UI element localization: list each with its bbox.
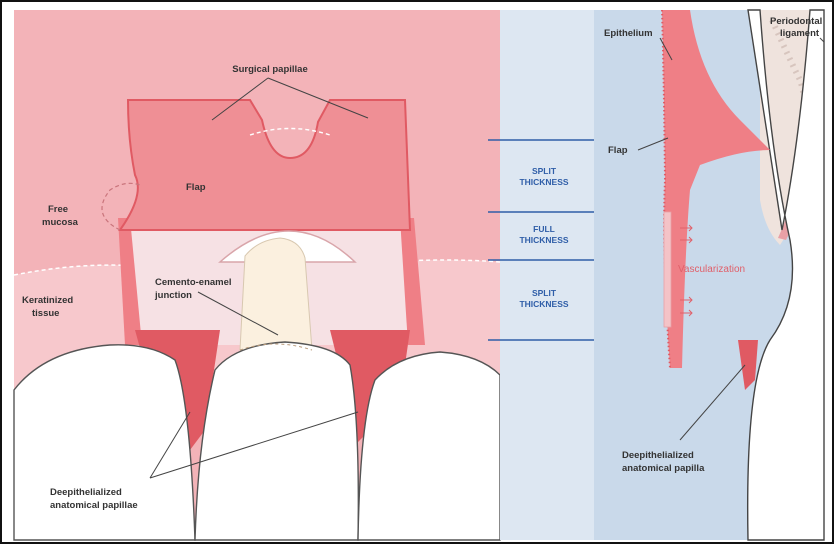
- zone-panel-bg: [500, 10, 594, 540]
- flap-connective-strip: [664, 212, 671, 327]
- zone-3-line-1: SPLIT: [532, 288, 557, 298]
- zone-1-line-1: SPLIT: [532, 166, 557, 176]
- tooth-right: [358, 352, 500, 540]
- label-deepi-right-2: anatomical papilla: [622, 463, 705, 474]
- label-deepi-right-1: Deepithelialized: [622, 450, 694, 461]
- left-panel: Surgical papillae Flap Free mucosa Kerat…: [14, 10, 500, 540]
- label-deepi-left-2: anatomical papillae: [50, 500, 138, 511]
- zone-panel: SPLIT THICKNESS FULL THICKNESS SPLIT THI…: [488, 10, 600, 540]
- label-vascularization: Vascularization: [678, 264, 745, 275]
- zone-3-line-2: THICKNESS: [519, 299, 568, 309]
- label-flap-left: Flap: [186, 182, 206, 193]
- label-cej-2: junction: [154, 290, 192, 301]
- label-free-mucosa-2: mucosa: [42, 217, 79, 228]
- label-cej-1: Cemento-enamel: [155, 277, 232, 288]
- label-epithelium: Epithelium: [604, 28, 653, 39]
- zone-2-line-2: THICKNESS: [519, 235, 568, 245]
- label-pdl-1: Periodontal: [770, 16, 822, 27]
- label-free-mucosa-1: Free: [48, 204, 68, 215]
- label-deepi-left-1: Deepithelialized: [50, 487, 122, 498]
- label-pdl-2: ligament: [780, 28, 820, 39]
- zone-1-line-2: THICKNESS: [519, 177, 568, 187]
- zone-2-line-1: FULL: [533, 224, 555, 234]
- label-keratinized-1: Keratinized: [22, 295, 73, 306]
- tooth-center: [195, 342, 358, 540]
- cross-section-panel: Epithelium Periodontal ligament Flap Vas…: [594, 10, 824, 540]
- label-flap-right: Flap: [608, 145, 628, 156]
- label-keratinized-2: tissue: [32, 308, 59, 319]
- tooth-root: [240, 238, 312, 350]
- label-surgical-papillae: Surgical papillae: [232, 64, 308, 75]
